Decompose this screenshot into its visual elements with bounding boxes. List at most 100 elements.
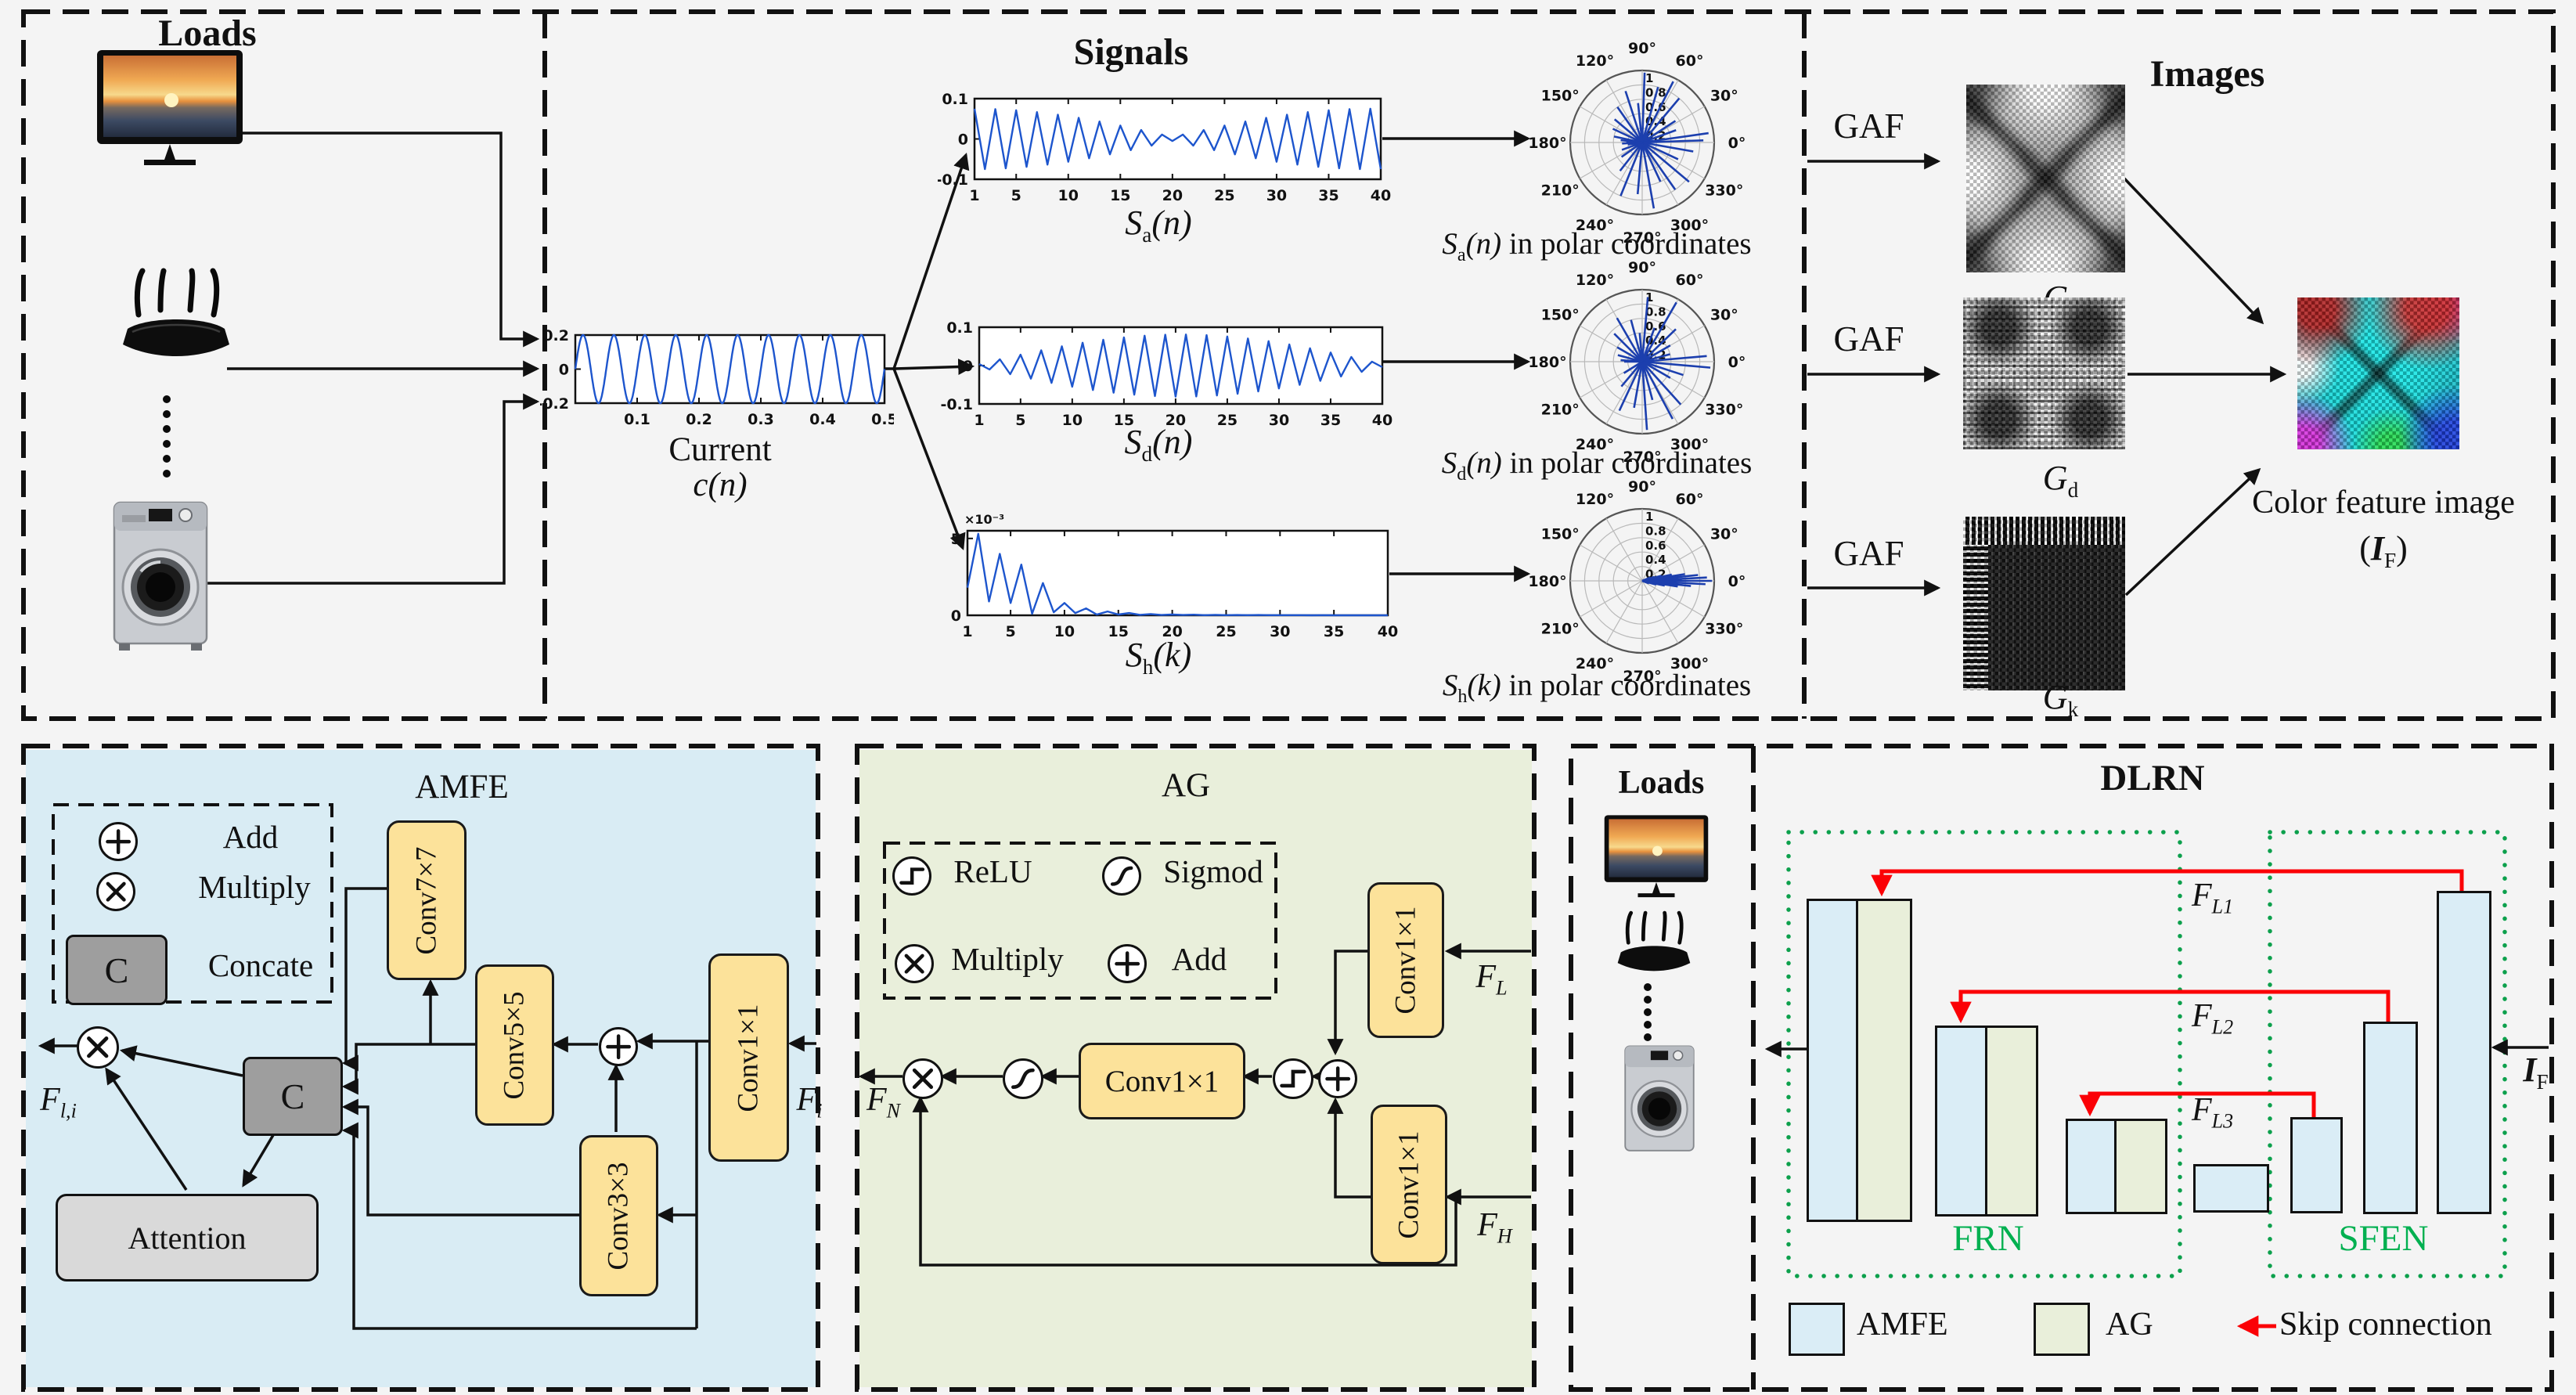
svg-text:180°: 180° [1528, 135, 1566, 152]
current-label: Current c(n) [668, 431, 772, 504]
loads-panel-title: Loads [158, 13, 257, 54]
svg-text:150°: 150° [1541, 88, 1580, 105]
sigmoid-icon [1102, 856, 1141, 896]
washer-image-small [1624, 1045, 1695, 1152]
svg-text:5: 5 [1015, 412, 1025, 429]
fl-label: FL [1475, 959, 1508, 1000]
svg-text:0.1: 0.1 [942, 91, 968, 108]
legend-ag-swatch [2034, 1303, 2090, 1356]
multiply-icon-ag [895, 944, 934, 983]
multiply-icon [96, 872, 135, 911]
svg-text:0.4: 0.4 [809, 411, 836, 428]
svg-text:30°: 30° [1710, 526, 1738, 543]
gk-gaf-image [1963, 517, 2125, 690]
svg-text:150°: 150° [1541, 307, 1580, 324]
svg-text:-0.2: -0.2 [540, 395, 569, 413]
svg-text:0.8: 0.8 [1645, 305, 1666, 319]
color-feature-label: Color feature image [2252, 485, 2515, 521]
dlrn-bar-amfe [2363, 1022, 2418, 1214]
conv1x1-block-ag-bottom: Conv1×1 [1371, 1105, 1447, 1264]
svg-text:330°: 330° [1705, 621, 1743, 638]
svg-text:0.2: 0.2 [542, 327, 569, 344]
fh-label: FH [1477, 1207, 1512, 1248]
dlrn-bar-ag [1856, 899, 1912, 1222]
svg-text:180°: 180° [1528, 354, 1566, 371]
ag-panel-title: AG [1161, 767, 1211, 804]
ag-legend-add: Add [1171, 941, 1227, 977]
sh-polar-caption: Sh(k) in polar coordinates [1442, 669, 1752, 707]
add-icon-ag [1108, 944, 1147, 983]
dlrn-bar-amfe [2193, 1164, 2269, 1213]
svg-text:35: 35 [1320, 412, 1341, 429]
legend-ag-text: AG [2106, 1307, 2153, 1343]
svg-text:35: 35 [1324, 623, 1344, 640]
svg-text:60°: 60° [1676, 52, 1704, 70]
dlrn-bar-amfe [2290, 1117, 2343, 1213]
tv-image-small [1604, 815, 1709, 898]
gaf-label-3: GAF [1833, 534, 1904, 573]
svg-text:20: 20 [1162, 187, 1183, 204]
sh-label: Sh(k) [1125, 636, 1192, 679]
svg-text:0.4: 0.4 [1645, 553, 1666, 567]
svg-text:40: 40 [1371, 187, 1391, 204]
svg-text:30: 30 [1266, 187, 1287, 204]
svg-text:0.6: 0.6 [1645, 539, 1666, 553]
sigmoid-node-ag [1003, 1058, 1043, 1099]
svg-text:1: 1 [969, 187, 979, 204]
sd-polar-caption: Sd(n) in polar coordinates [1441, 446, 1753, 485]
amfe-legend-concate: Concate [207, 947, 314, 983]
svg-text:10: 10 [1054, 623, 1075, 640]
dlrn-bar-amfe [2066, 1119, 2119, 1214]
sa-label: Sa(n) [1125, 204, 1192, 247]
svg-text:1: 1 [962, 623, 972, 640]
svg-text:0.5: 0.5 [871, 411, 894, 428]
ag-legend-relu: ReLU [953, 853, 1032, 889]
svg-text:0: 0 [963, 358, 973, 375]
add-node-ag [1318, 1059, 1357, 1098]
washer-image [113, 501, 208, 651]
multiply-node-amfe [77, 1026, 119, 1069]
conv3x3-block: Conv3×3 [579, 1135, 658, 1296]
svg-text:210°: 210° [1541, 402, 1580, 419]
svg-text:210°: 210° [1541, 182, 1580, 200]
relu-node-ag [1273, 1058, 1313, 1099]
svg-text:150°: 150° [1541, 526, 1580, 543]
svg-text:25: 25 [1214, 187, 1234, 204]
svg-text:30°: 30° [1710, 88, 1738, 105]
svg-text:5: 5 [1005, 623, 1015, 640]
gaf-label-2: GAF [1833, 319, 1904, 359]
conv1x1-block-ag-mid: Conv1×1 [1079, 1043, 1245, 1119]
dlrn-bar-ag [1985, 1026, 2038, 1217]
svg-text:×10⁻³: ×10⁻³ [964, 512, 1004, 527]
legend-amfe-text: AMFE [1857, 1307, 1948, 1343]
svg-text:40: 40 [1372, 412, 1392, 429]
svg-text:5: 5 [951, 531, 961, 548]
ag-legend-multiply: Multiply [951, 941, 1064, 977]
svg-text:5: 5 [1011, 187, 1021, 204]
svg-text:1: 1 [974, 412, 984, 429]
fi-label: Fi [796, 1082, 823, 1123]
svg-text:0.8: 0.8 [1645, 524, 1666, 538]
sfen-label: SFEN [2338, 1218, 2429, 1259]
svg-text:120°: 120° [1576, 491, 1614, 508]
svg-text:30: 30 [1270, 623, 1290, 640]
svg-text:330°: 330° [1705, 182, 1743, 200]
amfe-panel-title: AMFE [415, 769, 509, 806]
conv5x5-block: Conv5×5 [475, 964, 554, 1126]
svg-text:-0.1: -0.1 [940, 396, 973, 413]
ag-legend-sigmod: Sigmod [1163, 853, 1263, 889]
if-input-label: IF [2523, 1051, 2549, 1094]
svg-text:60°: 60° [1676, 491, 1704, 508]
svg-text:10: 10 [1058, 187, 1079, 204]
svg-text:40: 40 [1378, 623, 1398, 640]
fl3-label: FL3 [2192, 1092, 2234, 1133]
amfe-legend-multiply: Multiply [198, 869, 311, 905]
dlrn-panel-title: DLRN [2100, 758, 2205, 798]
svg-text:30: 30 [1269, 412, 1289, 429]
svg-text:0: 0 [958, 132, 968, 149]
svg-text:0°: 0° [1728, 135, 1746, 152]
attention-block: Attention [56, 1194, 319, 1281]
conv7x7-block: Conv7×7 [387, 820, 467, 980]
amfe-legend-add: Add [222, 819, 279, 855]
